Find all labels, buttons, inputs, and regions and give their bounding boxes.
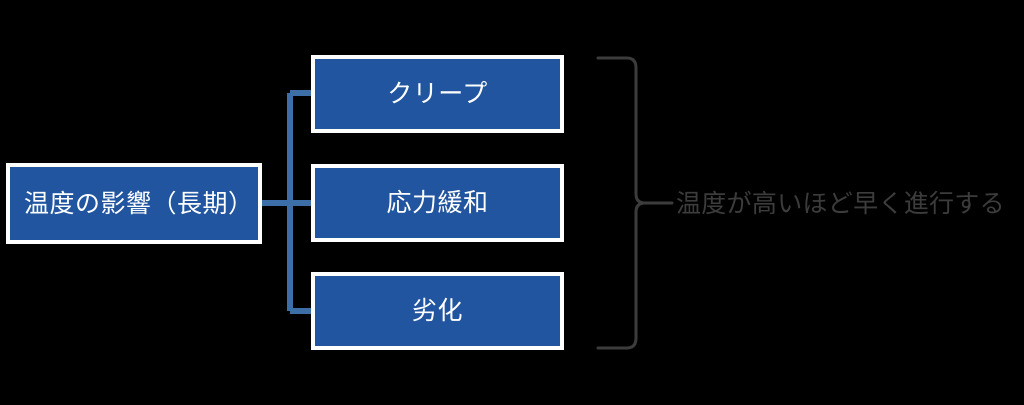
node-child-degradation-label: 劣化 [411, 296, 463, 325]
node-child-degradation[interactable]: 劣化 [311, 272, 564, 350]
annotation-label: 温度が高いほど早く進行する [676, 189, 1005, 218]
curly-bracket-icon [596, 56, 647, 350]
node-child-stress-relaxation[interactable]: 応力緩和 [311, 164, 564, 242]
node-child-creep-label: クリープ [387, 79, 488, 108]
node-root[interactable]: 温度の影響（長期） [6, 163, 262, 244]
node-child-stress-relaxation-label: 応力緩和 [386, 188, 489, 217]
node-child-creep[interactable]: クリープ [311, 55, 564, 133]
node-root-label: 温度の影響（長期） [24, 188, 254, 218]
